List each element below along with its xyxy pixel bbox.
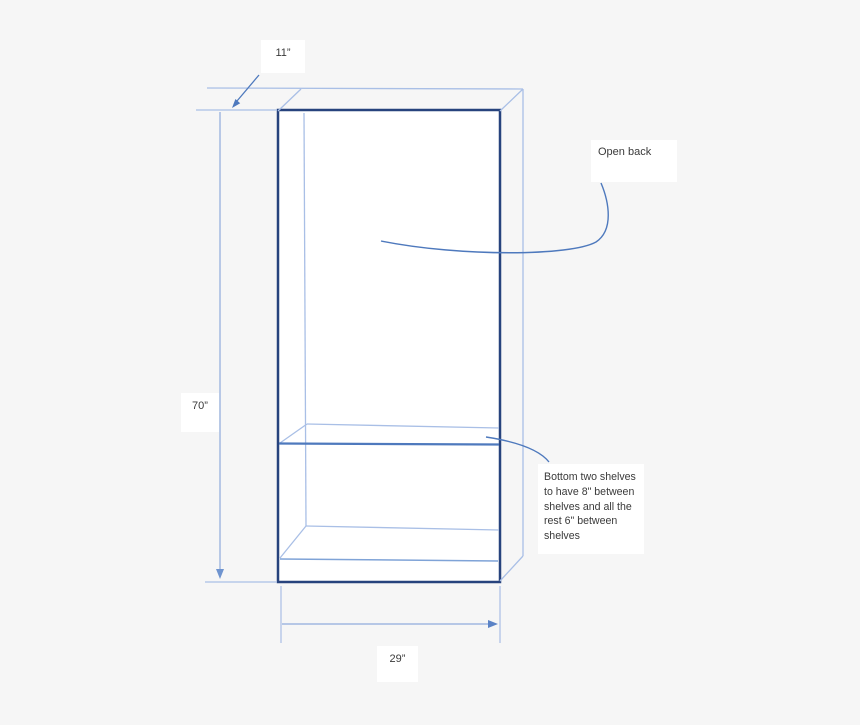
cabinet-floor-left-depth-edge bbox=[279, 525, 307, 559]
shelf-back-edge bbox=[306, 423, 500, 429]
depth-dimension-label: 11” bbox=[261, 40, 305, 73]
cabinet-back-top-edge bbox=[206, 87, 524, 90]
shelf-front-edge bbox=[278, 442, 500, 446]
shelf-spacing-note: Bottom two shelves to have 8" between sh… bbox=[538, 464, 644, 554]
shelf-note-line: Bottom two shelves bbox=[544, 471, 636, 483]
shelf-note-line: rest 6" between bbox=[544, 515, 618, 528]
cabinet-back-left-interior-edge bbox=[303, 112, 307, 527]
shelf-note-line: shelves bbox=[544, 530, 580, 543]
cabinet-cuboid bbox=[206, 87, 524, 584]
depth-leader-line bbox=[236, 74, 260, 102]
open-back-annotation: Open back bbox=[591, 140, 677, 182]
cabinet-floor-front-edge bbox=[279, 558, 499, 562]
cabinet-top-left-depth-edge bbox=[277, 88, 302, 112]
width-arrow-right-icon bbox=[488, 620, 498, 628]
cabinet-top-right-depth-edge bbox=[499, 88, 524, 112]
shelf-left-depth-edge bbox=[279, 423, 308, 444]
height-dimension-label: 70” bbox=[181, 393, 219, 432]
width-dimension bbox=[280, 586, 501, 643]
open-back-callout-curve bbox=[380, 182, 609, 254]
shelf-note-callout-curve bbox=[485, 436, 550, 463]
depth-arrow-icon bbox=[232, 99, 241, 108]
width-dimension-label: 29” bbox=[377, 646, 418, 682]
cabinet-shelf bbox=[278, 423, 500, 446]
cabinet-bottom-right-depth-edge bbox=[499, 555, 524, 582]
shelf-note-line: shelves and all the bbox=[544, 500, 632, 513]
callout-curves bbox=[380, 182, 609, 463]
height-arrow-down-icon bbox=[216, 569, 224, 579]
cabinet-front-face bbox=[276, 108, 502, 584]
shelf-note-line: to have 8" between bbox=[544, 485, 635, 498]
depth-dimension bbox=[232, 74, 260, 108]
height-dimension bbox=[196, 109, 277, 583]
cabinet-floor-back-edge bbox=[305, 525, 500, 531]
